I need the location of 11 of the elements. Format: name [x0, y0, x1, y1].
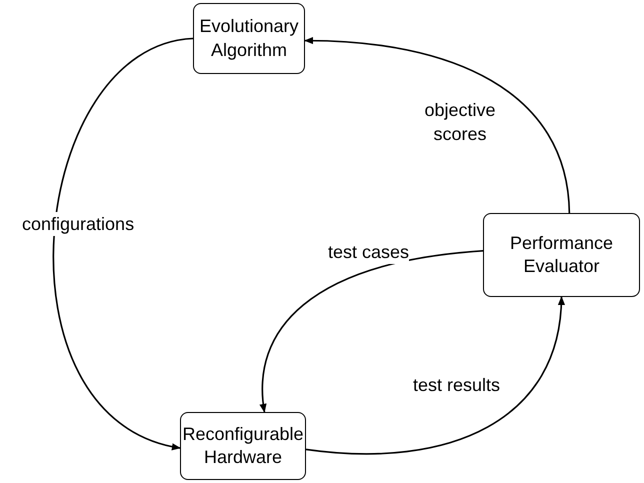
arrow	[306, 296, 564, 455]
edge-label: configurations	[22, 212, 134, 236]
arrow	[260, 250, 484, 413]
box-label: Evolutionary Algorithm	[198, 15, 300, 62]
process-box	[483, 213, 640, 297]
arrow	[53, 38, 194, 449]
arrow	[304, 37, 570, 214]
process-box	[193, 3, 305, 74]
process-box	[180, 412, 306, 480]
box-label: Performance Evaluator	[508, 232, 614, 278]
box-label: Reconfigurable Hardware	[182, 422, 304, 469]
